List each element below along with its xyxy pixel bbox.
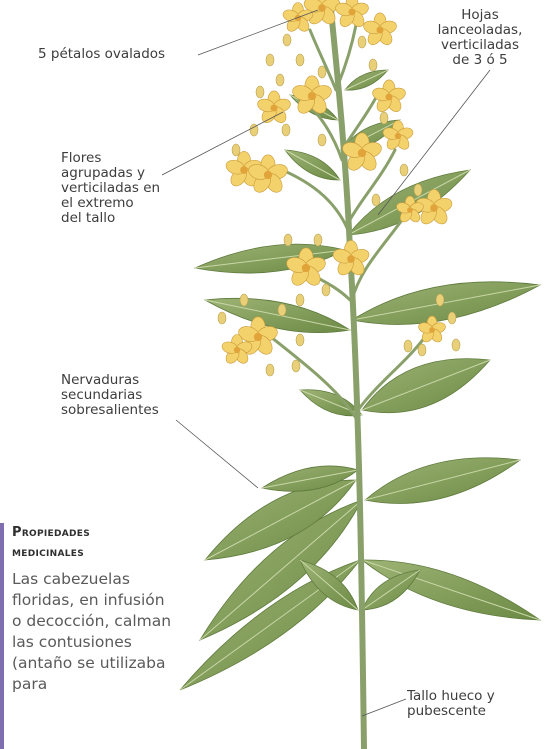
flower-center — [348, 8, 355, 15]
flower-bud — [358, 36, 366, 48]
leader-nervaduras — [176, 420, 258, 488]
flower-bud — [266, 364, 274, 376]
accent-bar — [0, 523, 4, 749]
flower-center — [395, 133, 401, 139]
main-stem — [330, 0, 364, 749]
flower-bud — [318, 66, 326, 78]
flower-center — [429, 327, 435, 333]
flower-center — [234, 347, 240, 353]
flower-center — [358, 149, 366, 157]
flower-bud — [369, 59, 377, 71]
flower-bud — [292, 360, 300, 372]
flower-center — [318, 4, 326, 12]
label-tallo: Tallo hueco y pubescente — [407, 689, 495, 719]
leader-tallo — [362, 699, 406, 716]
leaf — [365, 458, 520, 504]
flower-center — [376, 26, 383, 33]
flower-bud — [278, 304, 286, 316]
flower-center — [430, 204, 438, 212]
branch-stem — [338, 25, 356, 85]
leaf — [352, 282, 540, 325]
flower-center — [240, 166, 248, 174]
flower-center — [302, 264, 310, 272]
label-petalos: 5 pétalos ovalados — [38, 47, 165, 62]
flower-bud — [296, 54, 304, 66]
sidebar-body: Las cabezuelas floridas, en infusión o d… — [12, 569, 172, 695]
flower-center — [308, 92, 316, 100]
flower-bud — [436, 294, 444, 306]
flower-center — [407, 207, 413, 213]
flower-bud — [276, 74, 284, 86]
flower-bud — [314, 234, 322, 246]
medicinal-properties-box: Propiedades medicinales Las cabezuelas f… — [0, 517, 175, 749]
flower-center — [254, 333, 262, 341]
flower-bud — [400, 164, 408, 176]
flower-center — [347, 255, 355, 263]
flower-bud — [282, 124, 290, 136]
flower-bud — [448, 312, 456, 324]
flower-bud — [256, 86, 264, 98]
flower — [371, 80, 407, 114]
flower-center — [270, 104, 277, 111]
flower-bud — [318, 134, 326, 146]
flower-bud — [380, 112, 388, 124]
flower-bud — [414, 184, 422, 196]
flower-bud — [283, 34, 291, 46]
flower-bud — [284, 234, 292, 246]
flower-center — [385, 93, 392, 100]
label-flores: Flores agrupadas y verticiladas en el ex… — [61, 151, 160, 226]
flower-bud — [404, 340, 412, 352]
leader-petalos — [198, 10, 318, 55]
flower-bud — [372, 194, 380, 206]
flower-center — [264, 171, 272, 179]
flower-bud — [452, 339, 460, 351]
flower-bud — [296, 294, 304, 306]
flower-bud — [240, 294, 248, 306]
flower-bud — [418, 344, 426, 356]
label-nervaduras: Nervaduras secundarias sobresalientes — [61, 373, 159, 418]
flower-bud — [218, 312, 226, 324]
flower-bud — [296, 334, 304, 346]
sidebar-title: Propiedades medicinales — [12, 523, 162, 563]
flower-bud — [232, 144, 240, 156]
label-hojas: Hojas lanceoladas, verticiladas de 3 ó 5 — [424, 8, 536, 68]
flower — [362, 13, 398, 47]
flower-bud — [322, 284, 330, 296]
flower-bud — [266, 54, 274, 66]
